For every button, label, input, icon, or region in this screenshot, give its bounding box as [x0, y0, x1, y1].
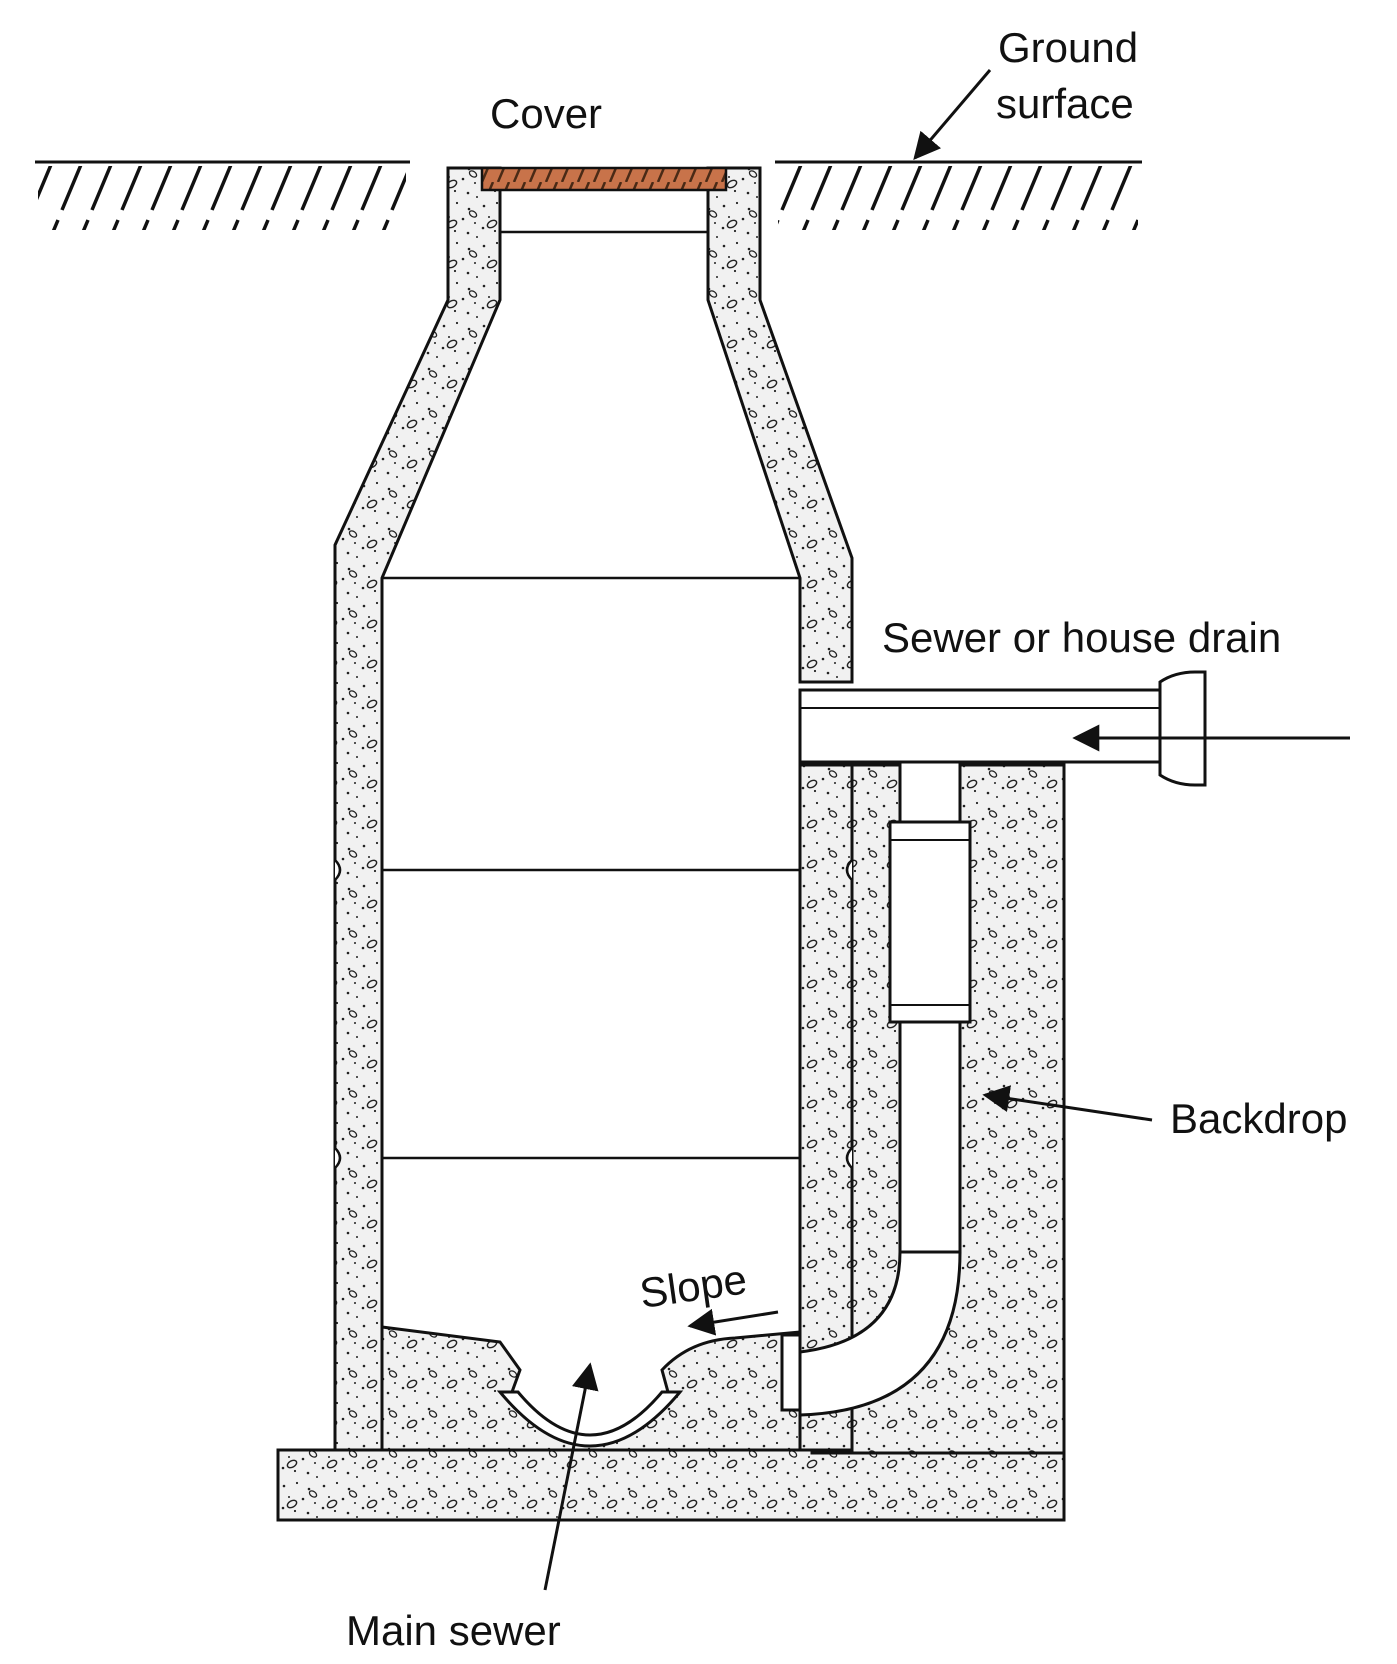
manhole-wall-right: [706, 166, 854, 684]
backdrop-pipe: [888, 760, 972, 1254]
main-sewer-leader: [543, 1362, 599, 1591]
ground-surface-right: [775, 160, 1142, 230]
ground-surface-label-line2: surface: [996, 80, 1134, 127]
manhole-cover: [480, 166, 728, 192]
slope-arrow: [687, 1308, 779, 1336]
benching: [380, 1325, 802, 1452]
drop-outlet: [780, 1333, 802, 1412]
sewer-or-house-drain-label: Sewer or house drain: [882, 614, 1281, 661]
backdrop-label: Backdrop: [1170, 1095, 1347, 1142]
ground-surface-label-line1: Ground: [998, 24, 1138, 71]
main-sewer-channel: [496, 1390, 684, 1448]
base-slab: [276, 1448, 1066, 1522]
manhole-wall-right-lower: [798, 763, 854, 1452]
ground-surface-left: [35, 160, 410, 230]
house-drain-pipe: [798, 670, 1207, 787]
slope-label: Slope: [637, 1255, 750, 1316]
cover-label: Cover: [490, 90, 602, 137]
ground-surface-leader: [913, 69, 992, 161]
backdrop-bend: [798, 1250, 962, 1417]
manhole-wall-left: [333, 166, 502, 1452]
backdrop-leader: [982, 1085, 1153, 1122]
wall-joint-notches: [334, 859, 853, 1169]
main-sewer-label: Main sewer: [346, 1607, 561, 1654]
